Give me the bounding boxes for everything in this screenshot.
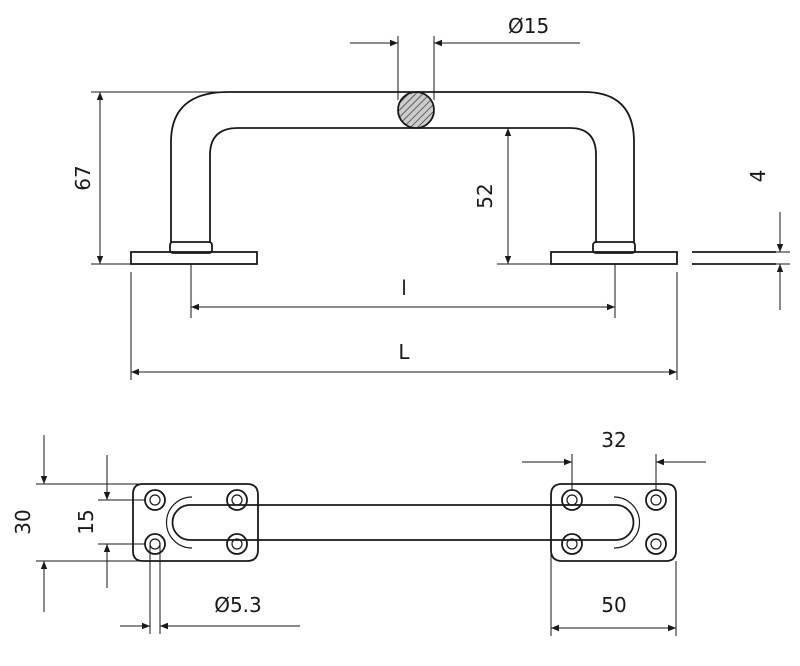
overall-length-label: L — [398, 340, 410, 364]
rod-diameter-label: Ø15 — [508, 14, 549, 38]
mounting-hole-inner — [650, 494, 662, 506]
rod-diameter-dimension: Ø15 — [350, 14, 580, 100]
center-distance-label: l — [401, 276, 407, 300]
right-base-plate — [550, 251, 678, 265]
mounting-hole-inner — [149, 494, 161, 506]
right-plate-holes — [561, 489, 667, 555]
plate-thickness-label: 4 — [746, 170, 770, 183]
mounting-hole — [226, 489, 248, 511]
inner-height-dimension: 52 — [473, 128, 551, 265]
side-view: 4 Ø15 67 52 — [71, 14, 790, 380]
left-collar — [169, 241, 213, 254]
mounting-hole — [645, 533, 667, 555]
mounting-hole-inner — [650, 538, 662, 550]
right-plate-outline — [550, 483, 677, 562]
hole-spacing-vertical-label: 15 — [74, 509, 98, 534]
overall-length-dimension: L — [130, 272, 678, 380]
right-collar — [592, 241, 636, 254]
handle-rod-inner — [209, 127, 597, 243]
top-view: 30 15 32 Ø5.3 — [11, 428, 706, 636]
left-plate-outline — [132, 483, 259, 562]
hole-diameter-dimension: Ø5.3 — [120, 544, 300, 634]
plate-thickness-detail: 4 — [692, 170, 790, 310]
plate-length-dimension: 50 — [550, 540, 677, 636]
center-distance-dimension: l — [190, 264, 616, 318]
mounting-hole-inner — [231, 538, 243, 550]
mounting-hole-inner — [566, 494, 578, 506]
plate-length-label: 50 — [601, 593, 626, 617]
total-height-dimension: 67 — [71, 91, 228, 265]
inner-height-label: 52 — [473, 183, 497, 208]
mounting-hole-inner — [149, 538, 161, 550]
left-rod-end-collar — [165, 496, 193, 549]
total-height-label: 67 — [71, 165, 95, 190]
plate-width-dimension: 30 — [11, 435, 143, 612]
left-base-plate — [130, 251, 258, 265]
mounting-hole-inner — [231, 494, 243, 506]
mounting-hole — [226, 533, 248, 555]
hole-diameter-label: Ø5.3 — [214, 593, 262, 617]
hole-spacing-horizontal-dimension: 32 — [522, 428, 706, 490]
mounting-hole — [144, 533, 166, 555]
right-rod-end-collar — [613, 496, 641, 549]
mounting-hole — [645, 489, 667, 511]
hole-spacing-vertical-dimension: 15 — [74, 455, 145, 588]
rod-cross-section — [397, 91, 435, 129]
mounting-hole-inner — [566, 538, 578, 550]
mounting-hole — [144, 489, 166, 511]
hole-spacing-horizontal-label: 32 — [601, 428, 626, 452]
handle-rod-outer — [170, 91, 635, 243]
mounting-hole — [561, 533, 583, 555]
rod-top-view — [171, 504, 635, 541]
plate-width-label: 30 — [11, 509, 35, 534]
mounting-hole — [561, 489, 583, 511]
